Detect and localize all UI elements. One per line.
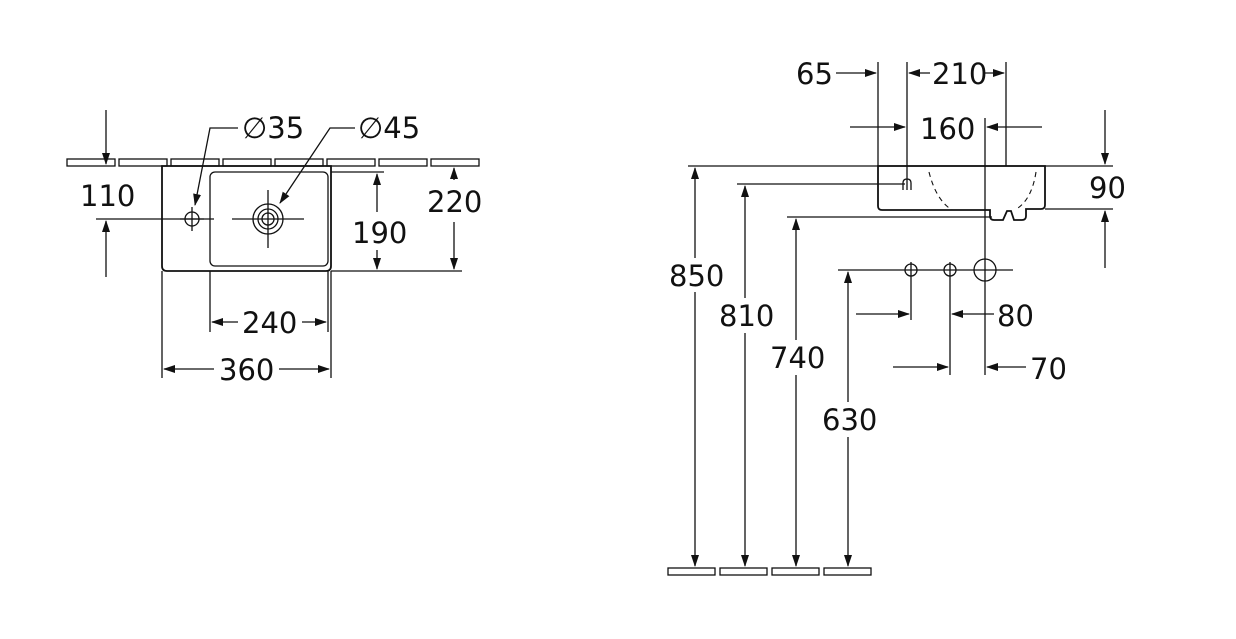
dim-label-240: 240 xyxy=(242,306,297,340)
dim-label-740: 740 xyxy=(770,341,825,375)
dim-label-220: 220 xyxy=(427,185,482,219)
dim-label-65: 65 xyxy=(796,57,833,91)
dim-label-630: 630 xyxy=(822,403,877,437)
dim-label-160: 160 xyxy=(920,112,975,146)
dim-label-210: 210 xyxy=(932,57,987,91)
drain-hole xyxy=(232,190,304,248)
hole-small-label: ∅35 xyxy=(242,111,304,145)
dim-label-850: 850 xyxy=(669,259,724,293)
basin-side-outline xyxy=(877,165,1046,221)
hole-large-leader xyxy=(279,127,355,204)
hole-small-leader xyxy=(193,127,238,206)
side-view: 65 210 160 90 850 810 740 630 xyxy=(667,57,1126,576)
supply-point-2 xyxy=(943,262,957,375)
dim-label-110: 110 xyxy=(80,179,135,213)
hole-large-label: ∅45 xyxy=(358,111,420,145)
dim-label-90: 90 xyxy=(1089,171,1126,205)
bowl-hidden-line xyxy=(928,171,1037,211)
basin-outline xyxy=(161,165,332,272)
dim-label-360: 360 xyxy=(219,353,274,387)
waste-point xyxy=(973,258,997,375)
dim-label-190: 190 xyxy=(352,216,407,250)
front-view: ∅35 ∅45 110 190 220 240 360 xyxy=(66,110,482,387)
supply-point-1 xyxy=(904,262,918,320)
wall-line xyxy=(66,158,480,167)
floor-line xyxy=(667,567,872,576)
dim-label-70: 70 xyxy=(1030,352,1067,386)
dim-label-810: 810 xyxy=(719,299,774,333)
dim-label-80: 80 xyxy=(997,299,1034,333)
